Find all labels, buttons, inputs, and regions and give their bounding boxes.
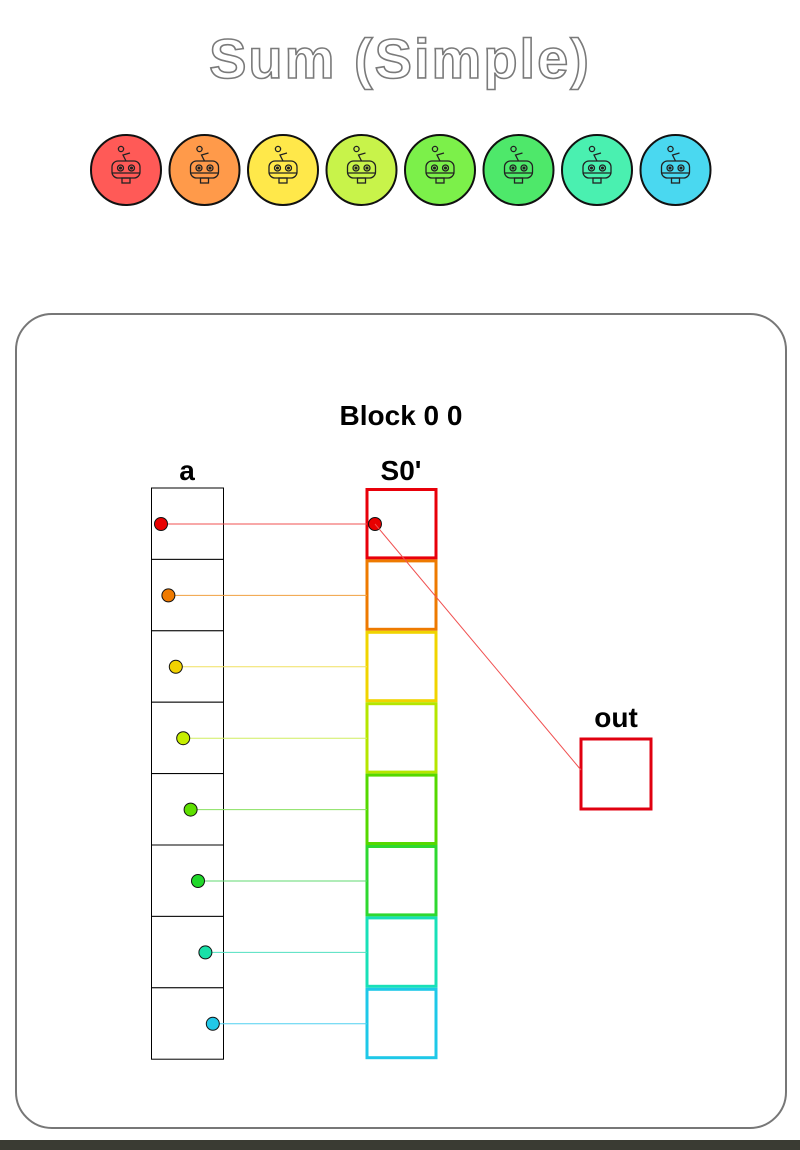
thread-icons-row <box>90 134 712 206</box>
shared-cell <box>365 773 438 845</box>
shared-cell <box>365 702 438 774</box>
robot-face-icon <box>425 145 455 184</box>
thread-circle <box>561 134 633 206</box>
thread-dot <box>154 517 168 531</box>
shared-cell <box>365 630 438 703</box>
thread-circle <box>168 134 241 206</box>
array-a-label: a <box>179 455 195 486</box>
footer-bar <box>0 1140 800 1150</box>
thread-5-robot-icon <box>404 134 476 206</box>
thread-dot <box>205 1016 220 1031</box>
thread-dot <box>176 731 191 746</box>
page-title: Sum (Simple) <box>209 27 591 90</box>
thread-7-robot-icon <box>561 134 633 206</box>
thread-circle <box>247 134 319 206</box>
thread-dot <box>198 945 213 960</box>
block-label: Block 0 0 <box>340 400 463 431</box>
thread-1-robot-icon <box>90 134 162 206</box>
shared-cell <box>365 987 438 1060</box>
thread-dot <box>183 802 198 817</box>
thread-circle <box>404 134 476 206</box>
out-label: out <box>594 702 638 733</box>
robot-face-icon <box>503 145 534 184</box>
thread-6-robot-icon <box>482 134 555 206</box>
thread-4-robot-icon <box>325 134 398 206</box>
robot-face-icon <box>582 145 612 184</box>
lanes-group <box>151 487 438 1060</box>
robot-face-icon <box>660 145 691 184</box>
robot-face-icon <box>111 145 141 184</box>
thread-3-robot-icon <box>247 134 319 206</box>
robot-face-icon <box>346 145 377 184</box>
shared-array-label: S0' <box>381 455 422 486</box>
robot-face-icon <box>189 145 220 184</box>
reduction-line <box>374 523 582 771</box>
out-cell <box>579 737 653 811</box>
thread-dot <box>161 588 176 603</box>
thread-circle <box>325 134 398 206</box>
thread-2-robot-icon <box>168 134 241 206</box>
thread-8-robot-icon <box>639 134 712 206</box>
thread-dot <box>191 874 205 888</box>
thread-circle <box>482 134 555 206</box>
shared-cell <box>365 559 438 631</box>
thread-dot <box>168 659 183 674</box>
thread-circle <box>639 134 712 206</box>
robot-face-icon <box>268 145 298 184</box>
shared-cell <box>365 845 438 917</box>
shared-cell <box>365 916 438 988</box>
thread-circle <box>90 134 162 206</box>
